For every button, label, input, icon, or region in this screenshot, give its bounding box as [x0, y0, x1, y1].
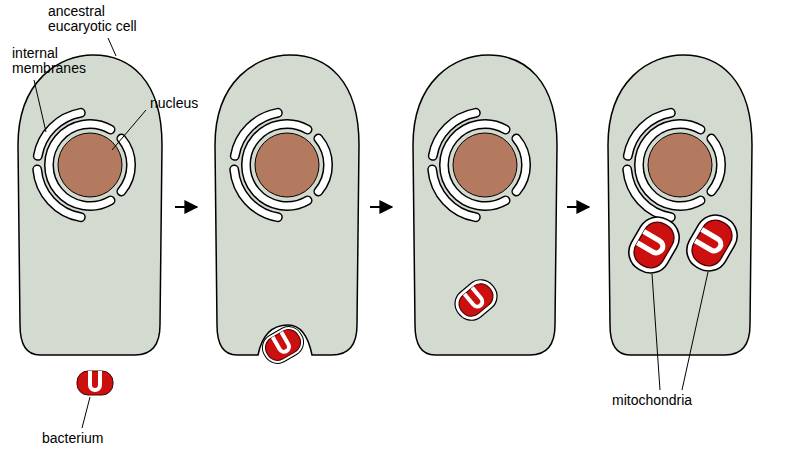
bacterium-shape	[77, 371, 113, 395]
nucleus-shape	[432, 113, 526, 217]
membrane-label: internal membranes	[12, 46, 84, 77]
mitochondrion-shape	[680, 208, 745, 278]
bacterium-label: bacterium	[42, 431, 132, 446]
cell-body	[413, 55, 557, 355]
bacterium-shape	[449, 274, 503, 327]
nucleus-shape	[37, 113, 131, 217]
nucleus-shape	[627, 113, 721, 217]
nucleus-label: nucleus	[150, 96, 220, 111]
nucleus-shape	[234, 113, 328, 217]
mitochondrion-shape	[622, 210, 687, 280]
mitochondria-label: mitochondria	[612, 393, 722, 408]
step-arrow	[175, 206, 589, 208]
cell-body	[608, 55, 752, 355]
cell-body	[18, 55, 162, 355]
cell-label: ancestral eucaryotic cell	[48, 4, 143, 35]
leader-line	[34, 38, 708, 428]
cell-body	[215, 55, 359, 355]
bacterium-shape	[257, 322, 308, 369]
